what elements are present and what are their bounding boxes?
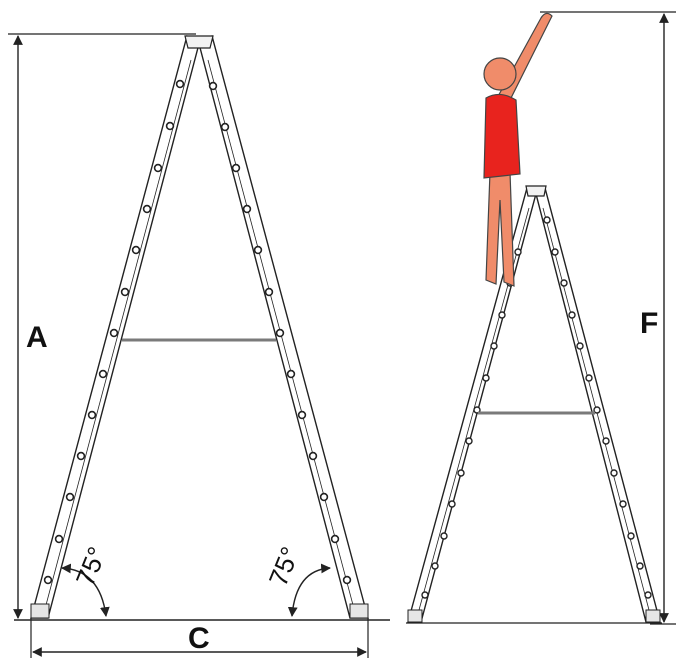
left-ladder-leg-left	[30, 35, 201, 619]
left-ladder: A	[8, 33, 390, 658]
angle-label-left: 75°	[70, 543, 113, 591]
person-figure	[483, 12, 553, 287]
right-angle-arc	[287, 563, 331, 617]
left-ladder-hinge	[184, 35, 214, 49]
dimension-label-a: A	[26, 321, 48, 354]
person-head	[483, 57, 517, 91]
right-ladder-hinge	[525, 185, 547, 197]
angle-label-right: 75°	[263, 543, 306, 591]
reach-dimension-f	[540, 11, 676, 625]
height-dimension-a	[8, 33, 196, 619]
left-ladder-rungs-left	[43, 79, 185, 585]
base-dimension-c	[30, 618, 369, 658]
person-shirt	[483, 93, 521, 179]
person-legs	[485, 171, 515, 287]
right-ladder: F	[406, 11, 676, 625]
left-angle-arc	[61, 563, 110, 617]
right-ladder-rungs-right	[543, 216, 652, 599]
left-ladder-rungs-right	[208, 81, 352, 585]
dimension-label-c: C	[188, 622, 210, 655]
dimension-label-f: F	[640, 307, 658, 340]
